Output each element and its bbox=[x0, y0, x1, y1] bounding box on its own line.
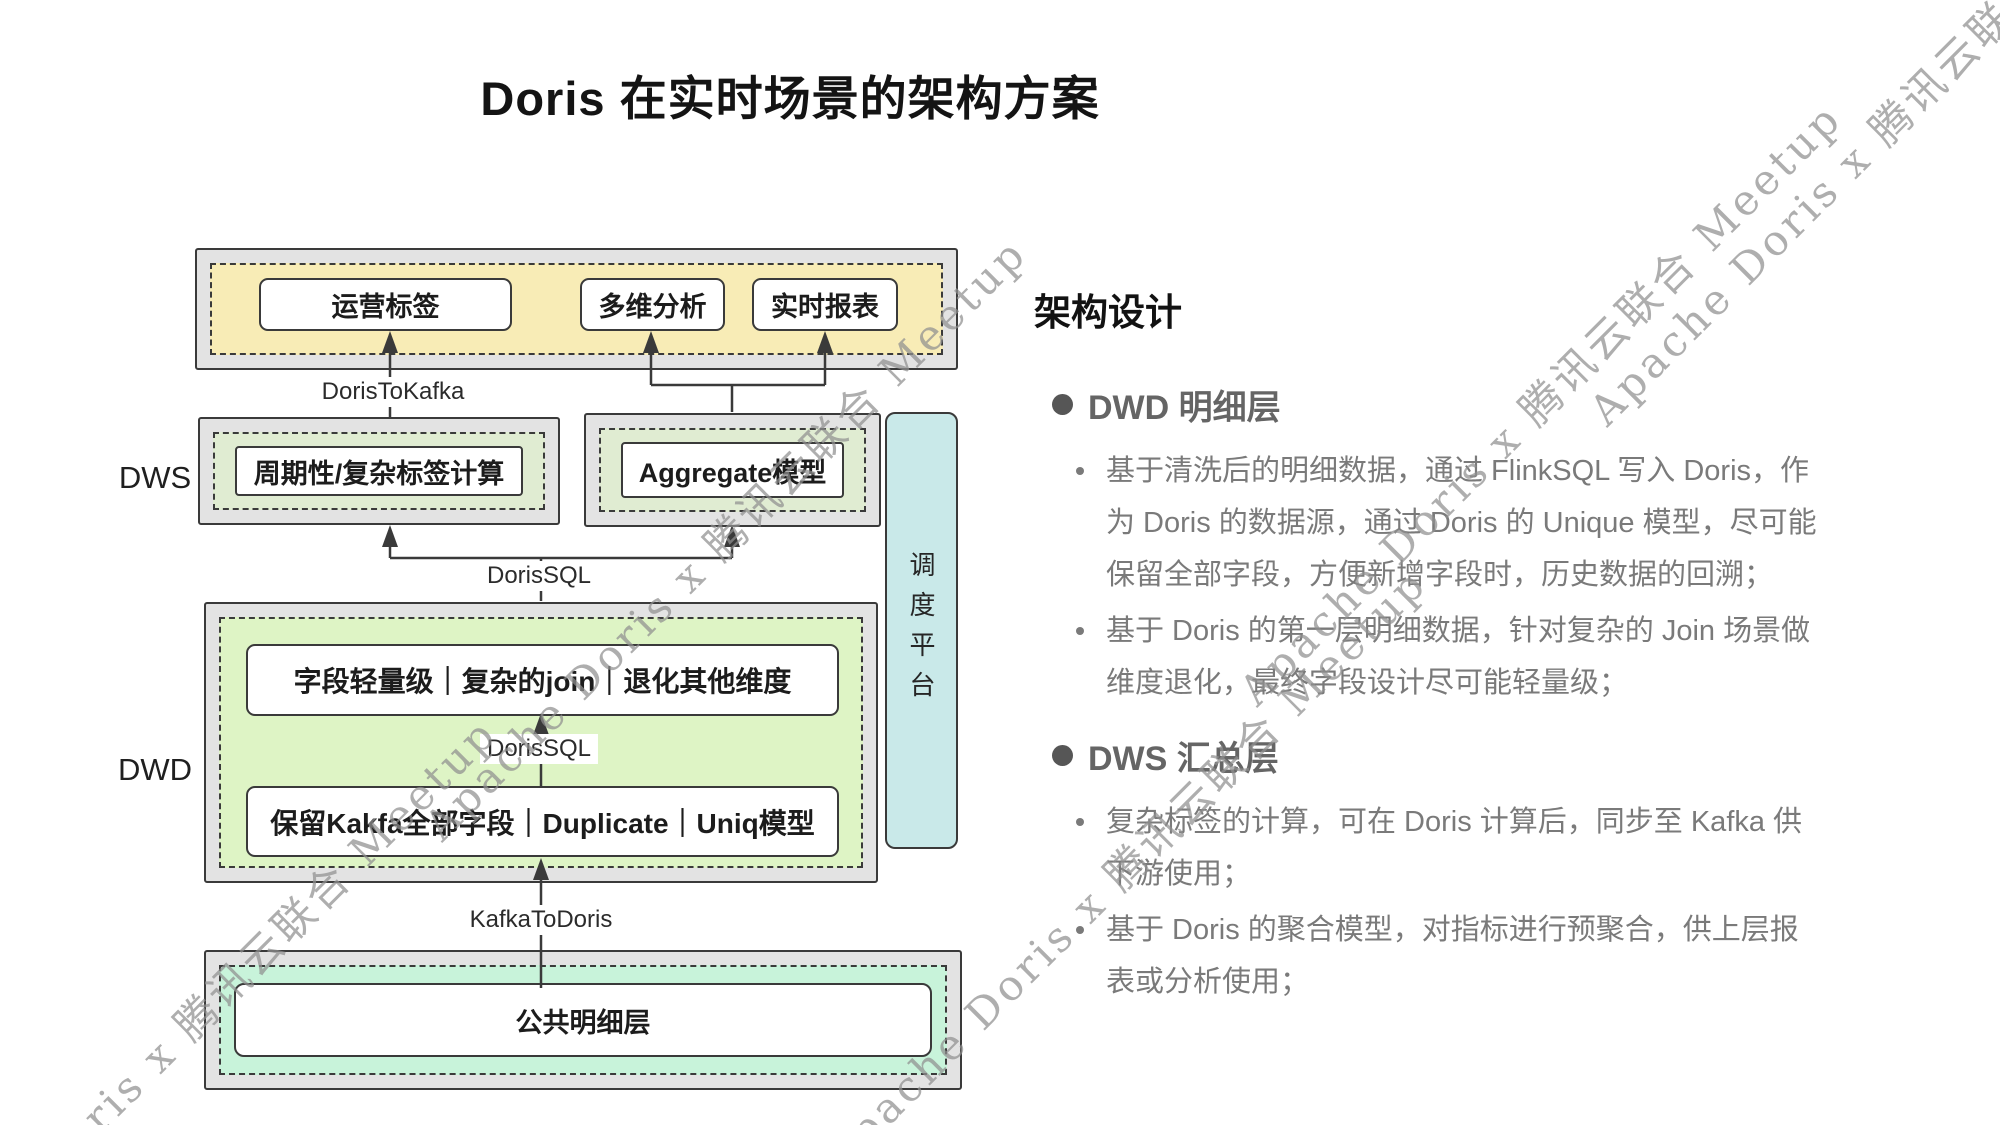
bullet-circle-icon bbox=[1052, 394, 1073, 415]
scheduler-box: 调度平台 bbox=[885, 412, 958, 849]
panel-heading: 架构设计 bbox=[1034, 292, 1182, 333]
label-doris-sql-inner: DorisSQL bbox=[479, 734, 599, 764]
dws-left-box: 周期性/复杂标签计算 bbox=[198, 417, 560, 525]
architecture-panel: 架构设计 DWD 明细层 基于清洗后的明细数据，通过 FlinkSQL 写入 D… bbox=[1022, 282, 1822, 1030]
list-item: 基于 Doris 的聚合模型，对指标进行预聚合，供上层报表或分析使用； bbox=[1022, 904, 1822, 1008]
section-dwd-title: DWD 明细层 bbox=[1088, 389, 1281, 427]
label-doris-sql-upper: DorisSQL bbox=[479, 561, 599, 591]
section-dws-header: DWS 汇总层 bbox=[1052, 731, 1822, 780]
node-multidim-analysis: 多维分析 bbox=[580, 278, 725, 331]
node-common-detail-layer: 公共明细层 bbox=[234, 983, 932, 1057]
layer-label-dws: DWS bbox=[118, 460, 192, 495]
section-dws: DWS 汇总层 复杂标签的计算，可在 Doris 计算后，同步至 Kafka 供… bbox=[1022, 731, 1822, 1008]
node-keep-kafka-fields: 保留Kakfa全部字段｜Duplicate｜Uniq模型 bbox=[246, 786, 839, 857]
node-realtime-report: 实时报表 bbox=[752, 278, 898, 331]
page-title: Doris 在实时场景的架构方案 bbox=[480, 72, 1100, 125]
node-aggregate-model: Aggregate模型 bbox=[621, 442, 844, 498]
dws-right-box: Aggregate模型 bbox=[584, 413, 881, 527]
label-kafka-to-doris: KafkaToDoris bbox=[462, 905, 620, 935]
layer-label-dwd: DWD bbox=[117, 752, 193, 787]
list-item: 基于清洗后的明细数据，通过 FlinkSQL 写入 Doris，作为 Doris… bbox=[1022, 445, 1822, 601]
list-item: 基于 Doris 的第一层明细数据，针对复杂的 Join 场景做维度退化，最终字… bbox=[1022, 605, 1822, 709]
scheduler-label: 调度平台 bbox=[906, 550, 936, 711]
dws-right-inner: Aggregate模型 bbox=[599, 428, 866, 512]
arrow-to-dws-right-head bbox=[724, 525, 740, 547]
section-dwd: DWD 明细层 基于清洗后的明细数据，通过 FlinkSQL 写入 Doris，… bbox=[1022, 380, 1822, 709]
node-operation-tags: 运营标签 bbox=[259, 278, 512, 331]
section-dws-title: DWS 汇总层 bbox=[1088, 740, 1279, 778]
label-doris-to-kafka: DorisToKafka bbox=[314, 377, 472, 407]
list-item: 复杂标签的计算，可在 Doris 计算后，同步至 Kafka 供下游使用； bbox=[1022, 796, 1822, 900]
dws-left-inner: 周期性/复杂标签计算 bbox=[213, 432, 545, 510]
section-dwd-header: DWD 明细层 bbox=[1052, 380, 1822, 429]
bullet-circle-icon bbox=[1052, 745, 1073, 766]
node-periodic-tag-compute: 周期性/复杂标签计算 bbox=[235, 446, 523, 496]
arrow-to-dws-left-head bbox=[382, 525, 398, 547]
node-lightweight-fields: 字段轻量级｜复杂的join｜退化其他维度 bbox=[246, 644, 839, 716]
